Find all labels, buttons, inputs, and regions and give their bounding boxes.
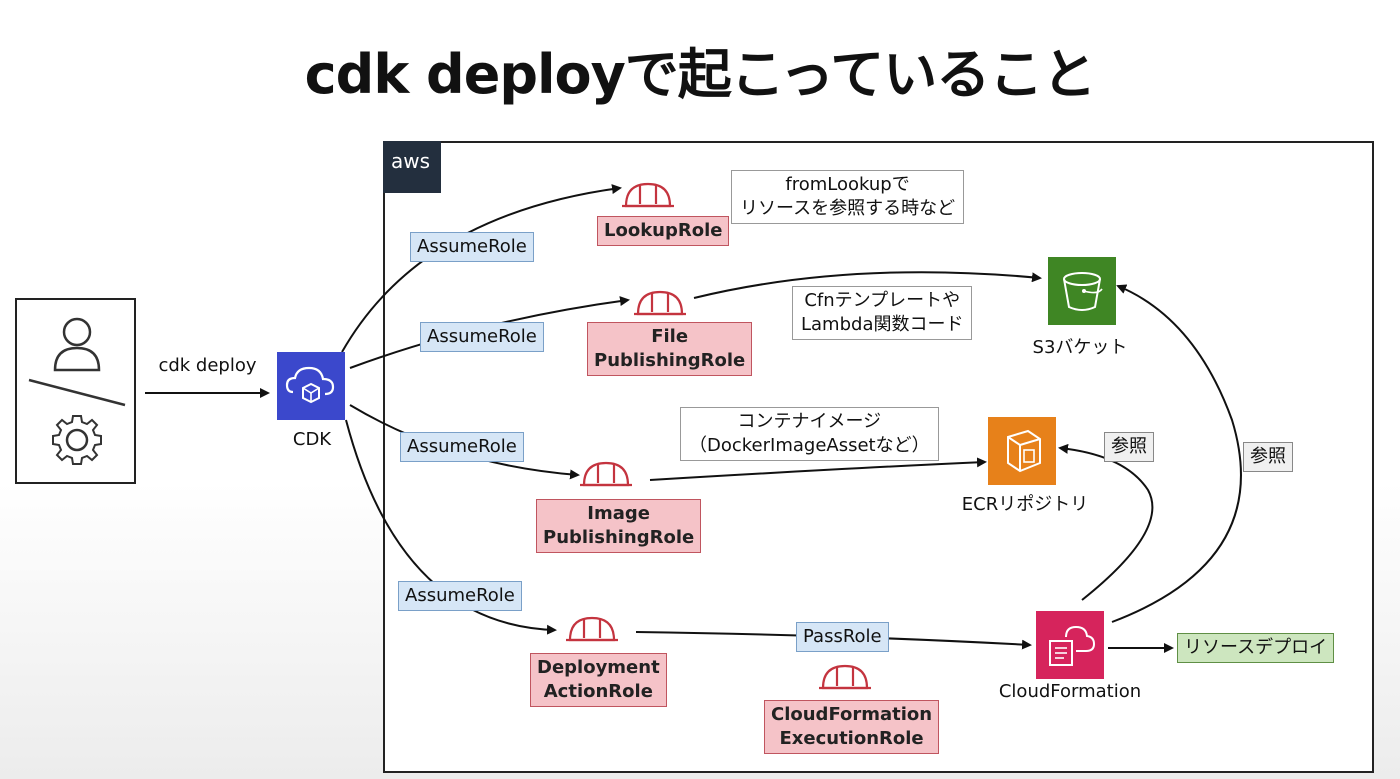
reference-label-s3: 参照	[1243, 442, 1293, 472]
user-icon	[28, 317, 126, 465]
assume-role-label-deployment: AssumeRole	[398, 581, 522, 611]
s3-label: S3バケット	[1032, 337, 1128, 358]
role-image-publishing: Image PublishingRole	[536, 499, 702, 553]
aws-logo: aws	[383, 141, 441, 193]
gear-icon	[52, 415, 102, 465]
role-deployment-action: Deployment ActionRole	[530, 653, 667, 707]
cdk-icon	[277, 352, 345, 420]
reference-label-ecr: 参照	[1104, 432, 1154, 462]
hardhat-icon-cfn-exec	[819, 664, 871, 690]
role-file-publishing: File PublishingRole	[587, 322, 753, 376]
hardhat-icon-lookup	[622, 182, 674, 208]
assume-role-label-image: AssumeRole	[400, 432, 524, 462]
assume-role-label-file: AssumeRole	[420, 322, 544, 352]
hardhat-icon-image	[580, 461, 632, 487]
page-title: cdk deployで起こっていること	[304, 43, 1097, 106]
hardhat-icon-deployment	[566, 616, 618, 642]
cloudformation-label: CloudFormation	[998, 681, 1142, 702]
cloudformation-icon	[1036, 611, 1104, 679]
pass-role-label: PassRole	[796, 622, 889, 652]
note-lookup: fromLookupで リソースを参照する時など	[731, 170, 965, 224]
cdk-deploy-label: cdk deploy	[158, 355, 257, 376]
cdk-label: CDK	[292, 429, 332, 450]
ecr-label: ECRリポジトリ	[961, 494, 1089, 515]
user-machine-box	[15, 298, 136, 484]
s3-bucket-icon	[1048, 257, 1116, 325]
hardhat-icon-file	[634, 290, 686, 316]
role-lookup: LookupRole	[597, 216, 730, 246]
note-image: コンテナイメージ （DockerImageAssetなど）	[680, 407, 939, 461]
resource-deploy-label: リソースデプロイ	[1177, 633, 1335, 663]
role-cloudformation-execution: CloudFormation ExecutionRole	[764, 700, 940, 754]
note-file: Cfnテンプレートや Lambda関数コード	[792, 286, 973, 340]
assume-role-label-lookup: AssumeRole	[410, 232, 534, 262]
ecr-repository-icon	[988, 417, 1056, 485]
